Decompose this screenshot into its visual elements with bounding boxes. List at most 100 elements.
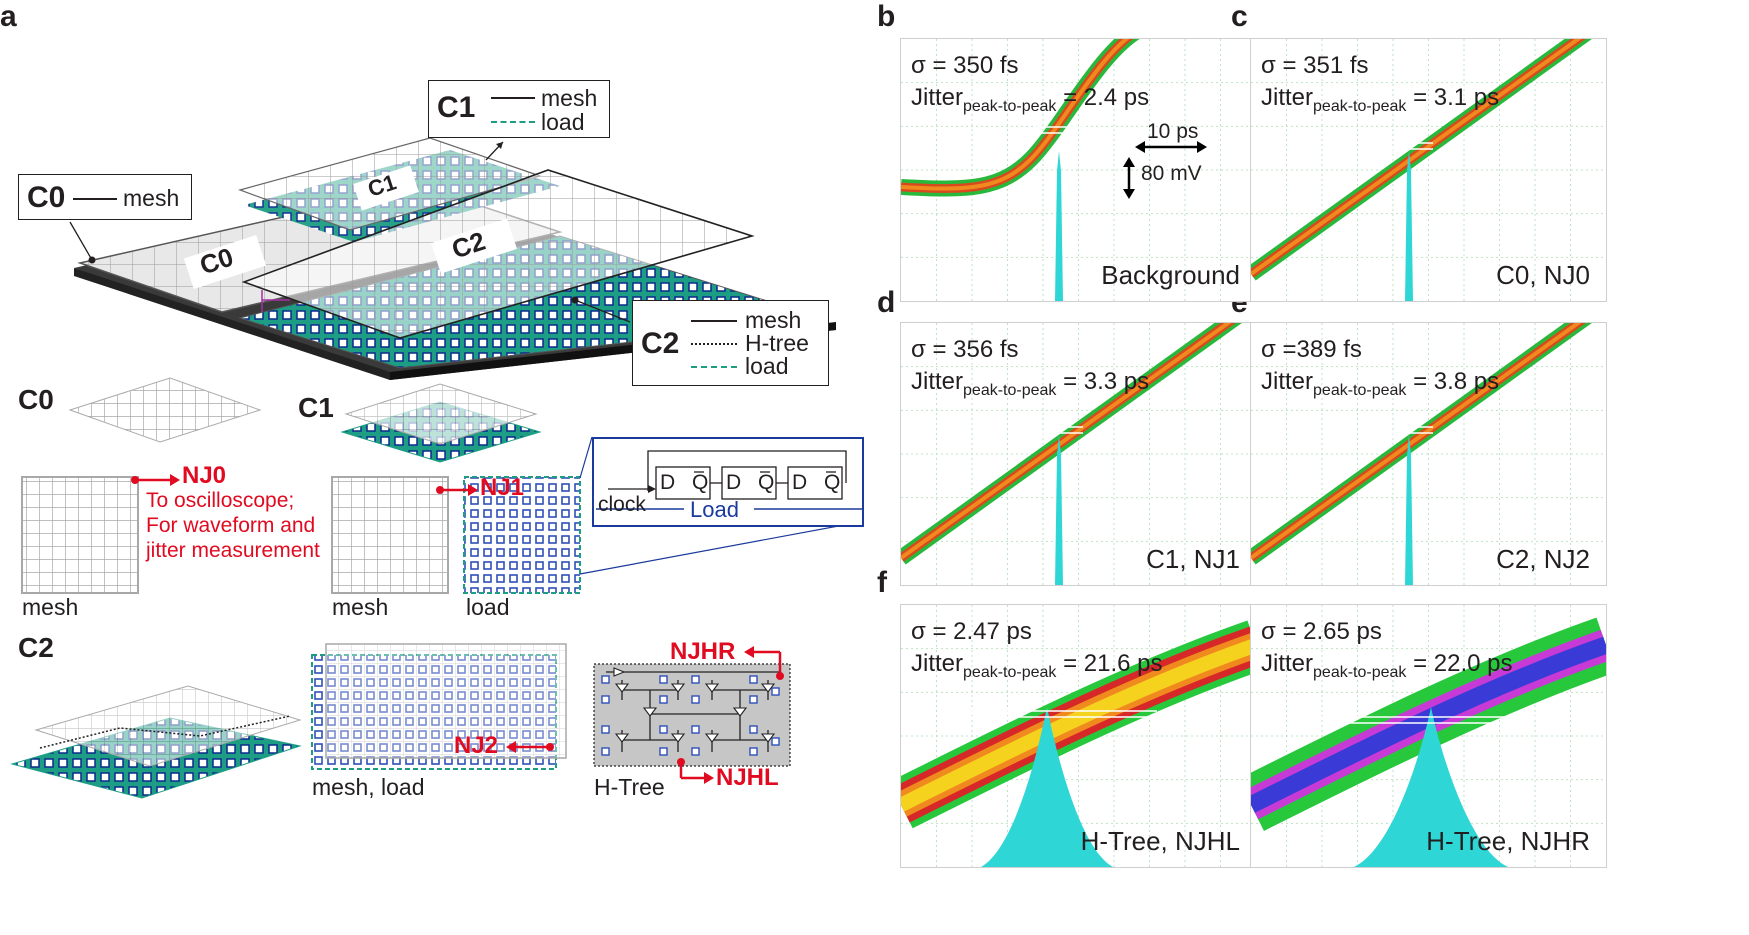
- scope-c-jitter-main: Jitter: [1261, 84, 1314, 111]
- scope-b-jitter-val: = 2.4 ps: [1056, 84, 1150, 111]
- eye-trace-band: [1251, 323, 1582, 560]
- scope-f-left-plot: [901, 605, 1256, 867]
- scope-b-sigma: σ = 350 fs: [911, 52, 1019, 79]
- panel-label-a: a: [0, 0, 17, 33]
- probe-nj1: NJ1: [480, 474, 525, 501]
- scope-f-left-jitter-main: Jitter: [911, 650, 964, 677]
- panel-label-d: d: [877, 286, 896, 319]
- panel-label-c: c: [1231, 0, 1248, 33]
- ff2-d: D: [726, 471, 742, 494]
- legend-c2: C2 mesh H-tree load: [632, 300, 829, 386]
- ff2-q: Q: [758, 471, 775, 494]
- scope-b: σ = 350 fs Jitterpeak-to-peak = 2.4 ps B…: [900, 38, 1257, 302]
- legend-c0: C0 mesh: [18, 174, 192, 220]
- scope-d-jitter: Jitterpeak-to-peak = 3.3 ps: [911, 369, 1149, 404]
- scope-e-plot: [1251, 323, 1606, 585]
- scale-voltage-label: 80 mV: [1141, 162, 1202, 185]
- c1-flat-load: [463, 476, 581, 594]
- scope-f-right-jitter-val: = 22.0 ps: [1406, 650, 1513, 677]
- scope-d: σ = 356 fs Jitterpeak-to-peak = 3.3 ps C…: [900, 322, 1257, 586]
- legend-c1-title: C1: [437, 91, 476, 124]
- ff3-d: D: [792, 471, 808, 494]
- scope-f-left-jitter: Jitterpeak-to-peak = 21.6 ps: [911, 651, 1162, 686]
- scope-f-right-jitter-sub: peak-to-peak: [1313, 664, 1407, 681]
- jitter-histogram: [1405, 151, 1413, 301]
- eye-trace-band: [1251, 39, 1582, 276]
- scope-b-plot: [901, 39, 1256, 301]
- scope-c-jitter: Jitterpeak-to-peak = 3.1 ps: [1261, 85, 1499, 120]
- scope-e-jitter-val: = 3.8 ps: [1406, 368, 1500, 395]
- scope-c: σ = 351 fs Jitterpeak-to-peak = 3.1 ps C…: [1250, 38, 1607, 302]
- jitter-histogram: [1354, 707, 1508, 867]
- panel-label-b: b: [877, 0, 896, 33]
- scope-d-jitter-main: Jitter: [911, 368, 964, 395]
- scope-f-left-sigma: σ = 2.47 ps: [911, 618, 1032, 645]
- jitter-histogram: [1055, 151, 1063, 301]
- scope-e-label: C2, NJ2: [1496, 544, 1590, 574]
- scope-e-jitter: Jitterpeak-to-peak = 3.8 ps: [1261, 369, 1499, 404]
- legend-c0-mesh: mesh: [123, 185, 180, 211]
- load-clock-label: clock: [598, 493, 646, 516]
- scope-d-plot: [901, 323, 1256, 585]
- scope-b-jitter-sub: peak-to-peak: [963, 98, 1057, 115]
- probe-nj2: NJ2: [454, 732, 499, 759]
- c0-small-iso-mesh: [68, 377, 262, 443]
- legend-c0-title: C0: [27, 181, 66, 214]
- scope-f-left: σ = 2.47 ps Jitterpeak-to-peak = 21.6 ps…: [900, 604, 1257, 868]
- jitter-histogram: [1055, 435, 1063, 585]
- legend-c1: C1 mesh load: [428, 80, 610, 138]
- scope-c-jitter-val: = 3.1 ps: [1406, 84, 1500, 111]
- label-htree: H-Tree: [594, 774, 665, 800]
- scope-e: σ =389 fs Jitterpeak-to-peak = 3.8 ps C2…: [1250, 322, 1607, 586]
- scope-f-right-jitter: Jitterpeak-to-peak = 22.0 ps: [1261, 651, 1512, 686]
- jitter-histogram: [981, 707, 1113, 867]
- scope-d-label: C1, NJ1: [1146, 544, 1240, 574]
- scope-b-jitter-main: Jitter: [911, 84, 964, 111]
- scope-b-label: Background: [1101, 260, 1240, 290]
- scope-c-jitter-sub: peak-to-peak: [1313, 98, 1407, 115]
- probe-nj0-note-line1: To oscilloscope;: [146, 489, 295, 512]
- label-mesh-c1: mesh: [332, 594, 389, 620]
- scope-d-sigma: σ = 356 fs: [911, 336, 1019, 363]
- scope-d-jitter-val: = 3.3 ps: [1056, 368, 1150, 395]
- scope-c-sigma: σ = 351 fs: [1261, 52, 1369, 79]
- ff1-d: D: [660, 471, 676, 494]
- section-label-c1: C1: [298, 392, 334, 423]
- probe-nj0: NJ0: [182, 462, 227, 489]
- section-label-c0: C0: [18, 384, 54, 415]
- label-mesh-c0: mesh: [22, 594, 79, 620]
- scope-f-right-jitter-main: Jitter: [1261, 650, 1314, 677]
- scope-f-left-jitter-sub: peak-to-peak: [963, 664, 1057, 681]
- scope-e-jitter-main: Jitter: [1261, 368, 1314, 395]
- scope-f-right: σ = 2.65 ps Jitterpeak-to-peak = 22.0 ps…: [1250, 604, 1607, 868]
- scale-bars: [1123, 141, 1207, 199]
- scope-b-jitter: Jitterpeak-to-peak = 2.4 ps: [911, 85, 1149, 120]
- c2-small-iso-mesh: [34, 685, 302, 767]
- c1-small-iso-mesh: [344, 383, 538, 445]
- legend-c2-load: load: [745, 353, 789, 379]
- scope-e-jitter-sub: peak-to-peak: [1313, 382, 1407, 399]
- scope-f-right-plot: [1251, 605, 1606, 867]
- ff3-q: Q: [824, 471, 841, 494]
- scale-time-label: 10 ps: [1147, 120, 1199, 143]
- scope-d-jitter-sub: peak-to-peak: [963, 382, 1057, 399]
- probe-njhl: NJHL: [716, 764, 779, 791]
- legend-c2-title: C2: [641, 327, 680, 360]
- eye-trace-band: [901, 323, 1232, 560]
- legend-c1-load: load: [541, 109, 585, 135]
- ff1-q: Q: [692, 471, 709, 494]
- c0-flat-mesh: [21, 476, 139, 594]
- scope-c-plot: [1251, 39, 1606, 301]
- panel-label-f: f: [877, 566, 887, 599]
- scope-c-label: C0, NJ0: [1496, 260, 1590, 290]
- load-title: Load: [690, 497, 739, 522]
- eye-trace-band: [901, 39, 1130, 191]
- jitter-histogram: [1405, 435, 1413, 585]
- section-label-c2: C2: [18, 632, 54, 663]
- legend-c2-htree: H-tree: [745, 330, 809, 356]
- c1-flat-mesh: [331, 476, 449, 594]
- probe-nj0-note-line3: jitter measurement: [146, 539, 320, 562]
- label-mesh-load: mesh, load: [312, 774, 425, 800]
- scope-e-sigma: σ =389 fs: [1261, 336, 1362, 363]
- probe-njhr: NJHR: [670, 638, 736, 665]
